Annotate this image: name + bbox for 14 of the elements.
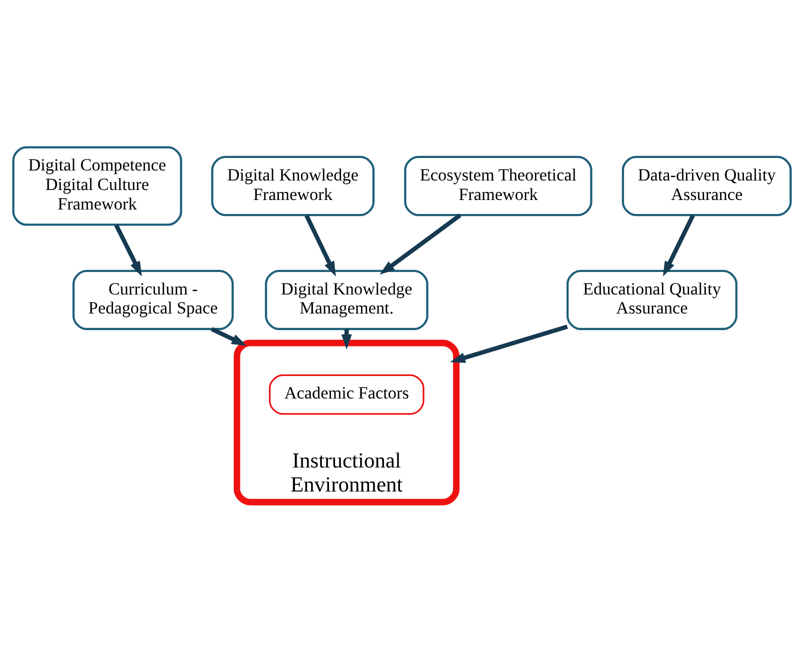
arrow	[114, 224, 142, 276]
node-box: Curriculum - Pedagogical Space	[72, 270, 234, 330]
arrow	[662, 214, 695, 277]
arrow	[304, 214, 336, 277]
node-box: Digital Competence Digital Culture Framework	[12, 146, 182, 226]
node-box: Digital Knowledge Framework	[211, 156, 375, 216]
node-box: Academic Factors	[268, 374, 424, 415]
arrow	[210, 327, 247, 346]
arrow	[450, 324, 568, 363]
arrow	[380, 214, 462, 275]
node-box: Ecosystem Theoretical Framework	[404, 156, 592, 216]
node-box: Data-driven Quality Assurance	[622, 156, 792, 216]
node-box: Digital Knowledge Management.	[264, 270, 428, 330]
node-box: Educational Quality Assurance	[566, 270, 738, 330]
